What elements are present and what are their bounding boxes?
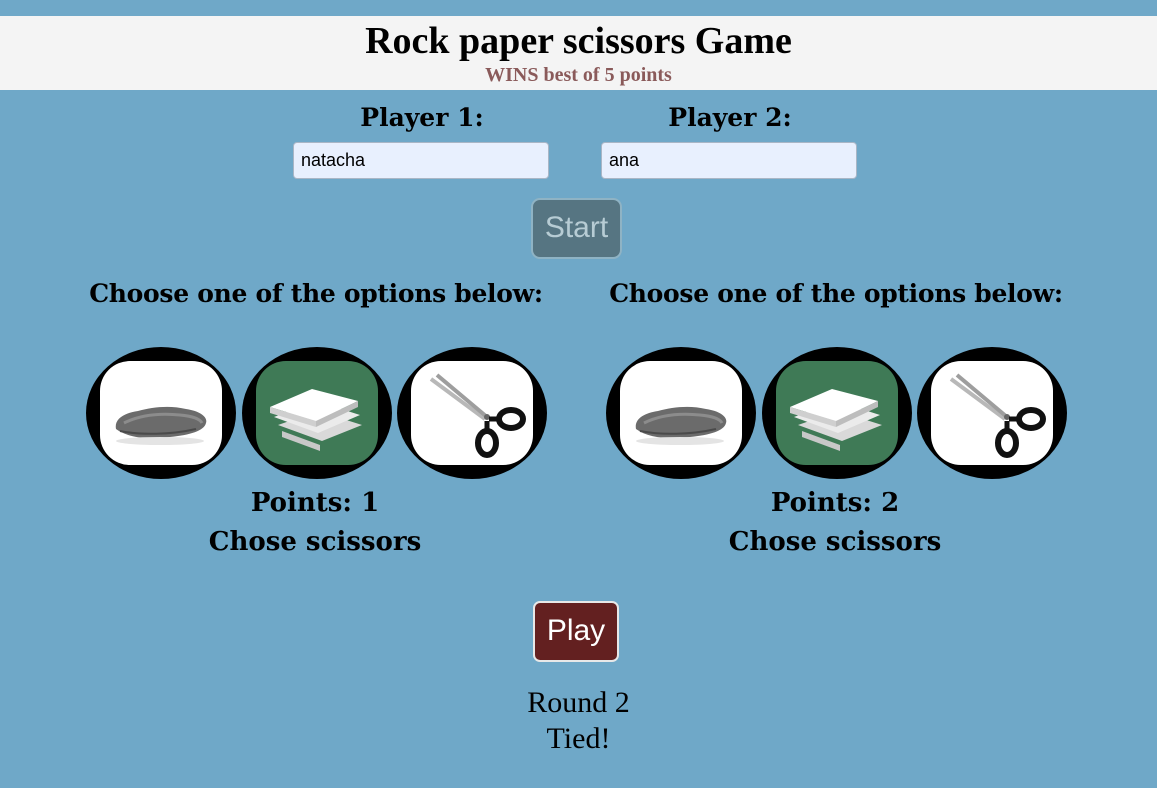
- round-result: Tied!: [546, 722, 611, 755]
- player2-chose: Chose scissors: [728, 527, 942, 557]
- player2-name-input[interactable]: [601, 142, 857, 179]
- player2-label: Player 2:: [668, 103, 792, 132]
- player1-scissors-option[interactable]: [397, 347, 547, 479]
- start-button[interactable]: Start: [531, 198, 622, 259]
- page-subtitle: WINS best of 5 points: [485, 64, 672, 86]
- scissors-icon: [931, 361, 1053, 465]
- player1-chose: Chose scissors: [208, 527, 422, 557]
- rock-icon: [100, 361, 222, 465]
- player2-points: Points: 2: [770, 488, 900, 518]
- player2-paper-option[interactable]: [762, 347, 912, 479]
- paper-icon: [256, 361, 378, 465]
- player2-rock-option[interactable]: [606, 347, 756, 479]
- play-button[interactable]: Play: [533, 601, 619, 662]
- player1-paper-option[interactable]: [242, 347, 392, 479]
- page-title: Rock paper scissors Game: [365, 20, 792, 62]
- player2-choose-label: Choose one of the options below:: [609, 279, 1063, 308]
- player2-scissors-option[interactable]: [917, 347, 1067, 479]
- rock-icon: [620, 361, 742, 465]
- paper-icon: [776, 361, 898, 465]
- player1-rock-option[interactable]: [86, 347, 236, 479]
- player1-name-input[interactable]: [293, 142, 549, 179]
- player1-label: Player 1:: [360, 103, 484, 132]
- page-header: Rock paper scissors Game WINS best of 5 …: [0, 16, 1157, 90]
- player1-choose-label: Choose one of the options below:: [89, 279, 543, 308]
- scissors-icon: [411, 361, 533, 465]
- player1-points: Points: 1: [250, 488, 380, 518]
- round-indicator: Round 2: [527, 686, 630, 719]
